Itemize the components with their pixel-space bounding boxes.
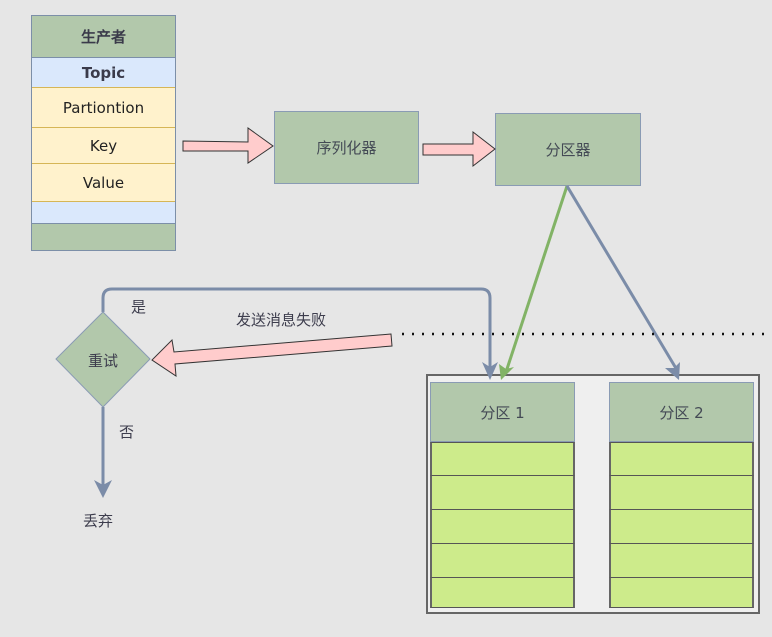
partition-slot: [609, 544, 754, 578]
topic-field: Topic: [32, 58, 175, 88]
partitioner-label: 分区器: [545, 141, 591, 159]
partition-slot: [430, 476, 575, 510]
partition-slot: [609, 510, 754, 544]
arrow-producer-to-serializer: [182, 127, 274, 164]
producer-record: 生产者 Topic Partiontion Key Value: [31, 15, 176, 251]
producer-title: 生产者: [32, 16, 175, 58]
value-field: Value: [32, 164, 175, 202]
blue-arrowhead-partition-1: [482, 362, 498, 380]
partitions-container: 分区 1 分区 2: [426, 374, 760, 614]
empty-blue-row: [32, 202, 175, 224]
partition-1-header: 分区 1: [430, 382, 575, 442]
partition-slot: [430, 578, 575, 608]
arrow-serializer-to-partitioner: [422, 130, 496, 168]
partition-slot: [609, 476, 754, 510]
serializer-label: 序列化器: [316, 139, 377, 157]
partition-slot: [430, 510, 575, 544]
partition-field: Partiontion: [32, 88, 175, 128]
arrow-send-failure: [151, 333, 393, 377]
partition-1: 分区 1: [430, 382, 575, 608]
serializer-box: 序列化器: [274, 111, 419, 184]
discard-label: 丢弃: [83, 512, 114, 530]
route-to-partition-1: [504, 185, 569, 373]
send-failure-label: 发送消息失败: [236, 311, 327, 329]
blue-arrowhead-partition-2: [665, 362, 680, 380]
retry-yes-connector: [101, 287, 492, 370]
partition-2: 分区 2: [609, 382, 754, 608]
retry-yes-label: 是: [131, 298, 147, 316]
key-field: Key: [32, 128, 175, 164]
partition-slot: [609, 442, 754, 476]
route-to-partition-2: [565, 185, 679, 371]
partition-2-header: 分区 2: [609, 382, 754, 442]
partition-slot: [430, 544, 575, 578]
retry-no-label: 否: [119, 423, 135, 441]
partition-slot: [430, 442, 575, 476]
retry-label: 重试: [87, 352, 118, 370]
green-arrowhead: [499, 364, 514, 380]
partition-slot: [609, 578, 754, 608]
blue-arrowhead-discard: [94, 480, 112, 498]
partitioner-box: 分区器: [495, 113, 641, 186]
producer-footer: [32, 224, 175, 250]
